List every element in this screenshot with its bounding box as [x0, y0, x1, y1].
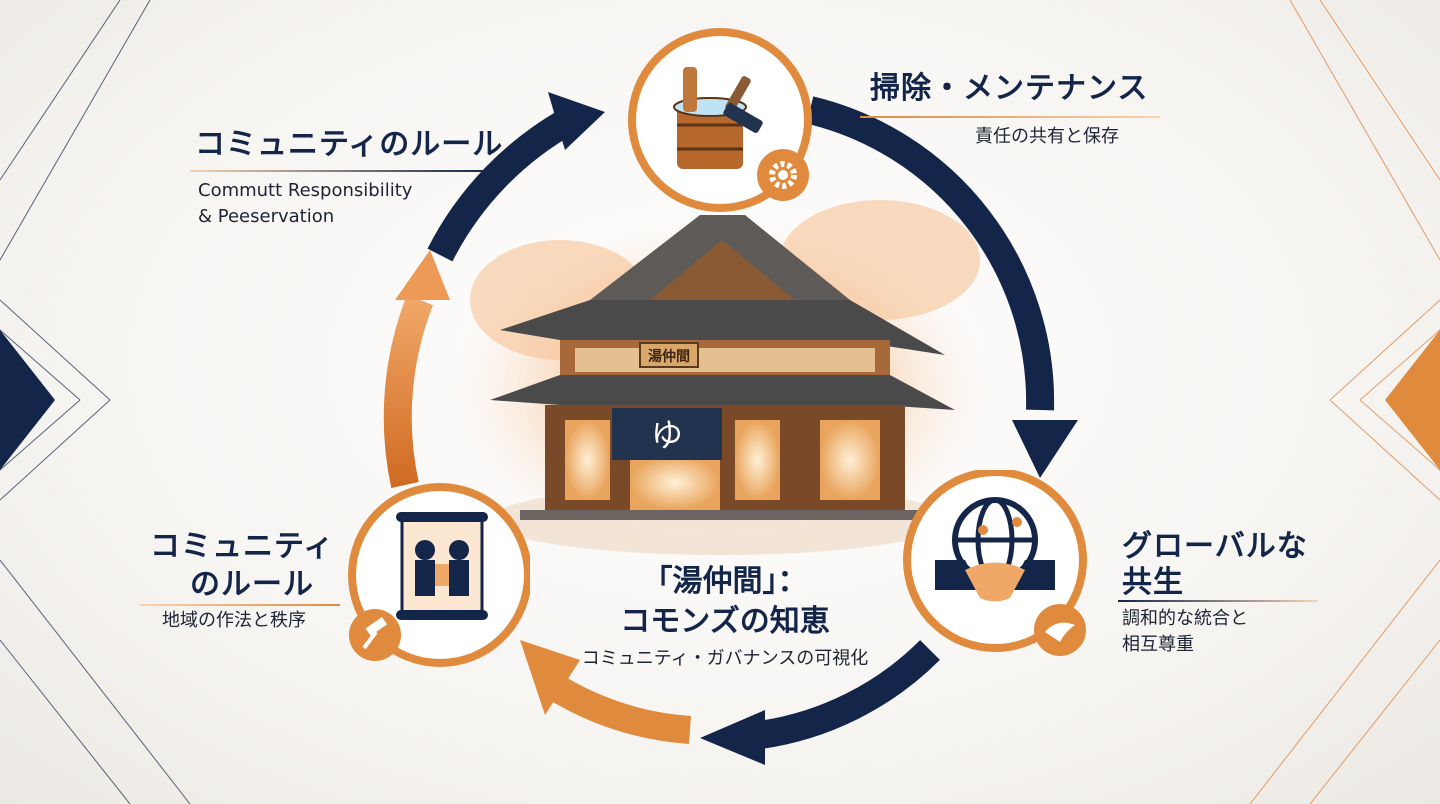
bathhouse-sign-text: 湯仲間 [648, 349, 690, 365]
top-left-title: コミュニティのルール [195, 127, 504, 162]
gear-icon [757, 149, 809, 201]
center-subtitle: コミュニティ・ガバナンスの可視化 [581, 648, 869, 669]
wash-bucket-brush-icon [673, 67, 763, 169]
arrow-left-to-top-orange [383, 250, 450, 488]
top-node [628, 28, 812, 212]
top-node-subtitle: 責任の共有と保存 [975, 126, 1119, 147]
left-decorative-lines [0, 0, 191, 804]
right-node-subtitle-line1: 調和的な統合と [1122, 608, 1248, 629]
top-left-subtitle-line1: Commutt Responsibility [198, 180, 413, 201]
center-title-line2: コモンズの知恵 [620, 604, 830, 639]
center-title-line1: 「湯仲間」： [642, 564, 808, 599]
left-node [348, 483, 530, 667]
right-node-subtitle-line2: 相互尊重 [1122, 634, 1194, 655]
dove-icon [1034, 604, 1086, 656]
globe-handshake-icon [935, 497, 1055, 602]
noren-curtain [612, 408, 722, 460]
left-node-rule [140, 604, 340, 606]
left-node-subtitle: 地域の作法と秩序 [162, 610, 306, 631]
noren-text: ゆ [650, 416, 683, 454]
bathhouse-sign-board [639, 342, 699, 368]
gavel-icon [349, 609, 401, 661]
right-node-title-line2: 共生 [1122, 565, 1184, 600]
top-node-rule [860, 116, 1160, 118]
arrow-right-to-bottom [700, 640, 940, 765]
right-node [903, 470, 1087, 656]
top-left-rule [190, 170, 490, 172]
right-diamond [1385, 330, 1440, 470]
arrow-left-to-top-navy [427, 92, 605, 262]
left-node-title-line2: のルール [190, 567, 314, 602]
arrow-bottom-to-left [520, 640, 692, 744]
scroll-icon [396, 512, 488, 620]
left-diamond [0, 330, 55, 470]
right-node-title-line1: グローバルな [1122, 529, 1308, 564]
bathhouse-illustration [450, 200, 990, 560]
left-node-title-line1: コミュニティ [150, 529, 335, 564]
right-node-rule [1118, 600, 1318, 602]
top-node-title: 掃除・メンテナンス [870, 71, 1149, 106]
top-left-subtitle-line2: & Peeservation [198, 206, 335, 227]
right-decorative-lines [1249, 0, 1440, 804]
arrow-top-to-right [806, 96, 1078, 478]
